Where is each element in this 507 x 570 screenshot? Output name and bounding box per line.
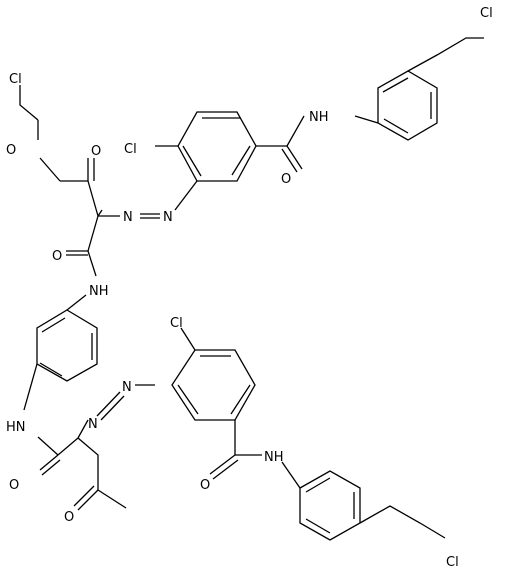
atom-label-cl: Cl — [170, 316, 183, 331]
atom-label-n: N — [122, 380, 132, 395]
bottom-middle-ring — [171, 349, 256, 421]
bottom-right-ring — [299, 470, 361, 541]
atom-label-cl: Cl — [480, 6, 493, 21]
bottom-chloroethyl-chain — [359, 505, 446, 539]
atom-label-nh: NH — [309, 110, 329, 125]
atom-label-o: O — [281, 172, 291, 187]
atom-label-cl: Cl — [446, 555, 459, 570]
atom-label-o: O — [200, 478, 210, 493]
atom-label-cl: Cl — [9, 72, 22, 87]
atom-label-o: O — [64, 510, 74, 525]
atom-label-cl: Cl — [124, 142, 137, 157]
atom-label-nh: NH — [89, 284, 109, 299]
atom-label-o: O — [9, 478, 19, 493]
atom-label-n: N — [123, 210, 133, 225]
atom-labels: Cl NH O Cl Cl O O N N O NH Cl N N HN O O… — [6, 6, 493, 570]
top-right-ring — [377, 70, 438, 141]
atom-label-nh: NH — [264, 450, 284, 465]
central-ring — [36, 309, 98, 382]
top-chloroethyl-chain — [407, 37, 484, 72]
atom-label-o: O — [6, 143, 16, 158]
atom-label-n: N — [88, 417, 98, 432]
atom-label-n: N — [163, 210, 173, 225]
atom-label-hn: HN — [6, 420, 26, 435]
top-middle-ring — [177, 111, 257, 182]
atom-label-o: O — [52, 249, 62, 264]
atom-label-o: O — [91, 144, 101, 159]
bond-lines — [19, 37, 484, 541]
